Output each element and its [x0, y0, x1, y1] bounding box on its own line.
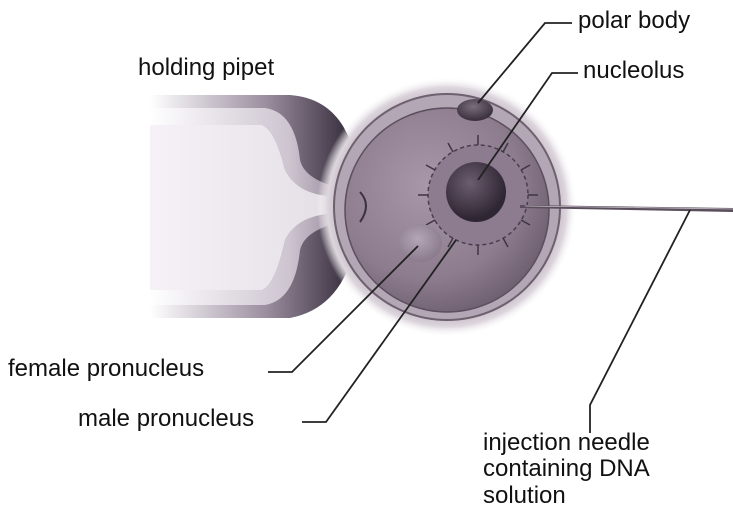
label-injection-needle-line1: injection needle	[483, 430, 723, 456]
nucleolus	[446, 162, 506, 222]
label-polar-body: polar body	[578, 8, 690, 34]
label-injection-needle: injection needle containing DNA solution	[483, 430, 723, 509]
label-injection-needle-line3: solution	[483, 483, 723, 509]
leader-injection-needle	[590, 210, 690, 433]
female-pronucleus	[398, 224, 442, 262]
label-nucleolus: nucleolus	[583, 58, 684, 84]
polar-body	[457, 99, 493, 121]
label-male-pronucleus: male pronucleus	[78, 406, 254, 432]
label-injection-needle-line2: containing DNA	[483, 456, 723, 482]
label-female-pronucleus: female pronucleus	[8, 356, 204, 382]
label-holding-pipet: holding pipet	[138, 55, 274, 81]
